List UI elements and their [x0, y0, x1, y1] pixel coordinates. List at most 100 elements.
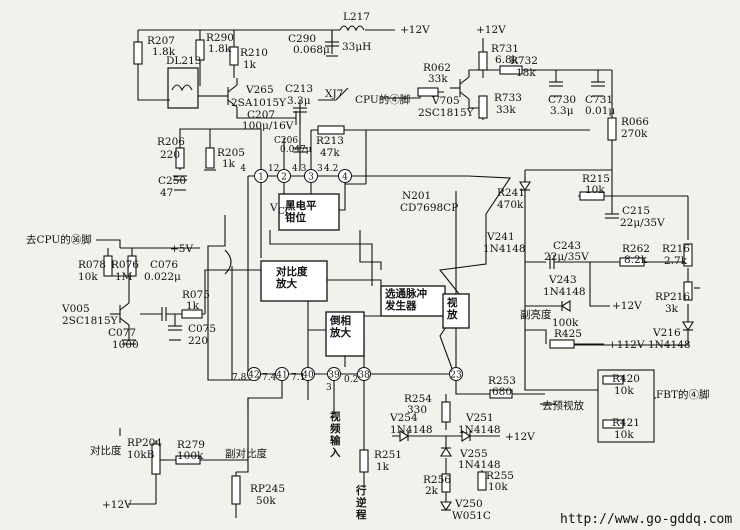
pin42-wire	[207, 215, 254, 381]
video-amp-label-line: 放	[446, 308, 458, 321]
pin-2-voltage: 12	[268, 164, 279, 174]
r216-value: 2.7k	[664, 255, 688, 267]
rp245-top	[236, 460, 249, 473]
components	[103, 25, 694, 512]
r262	[619, 257, 645, 267]
pin-40	[301, 367, 315, 381]
pin-38	[357, 367, 371, 381]
r290-label: R290	[206, 32, 234, 44]
r206-label: R206	[157, 136, 185, 148]
c250-value: 47	[160, 187, 173, 199]
pin-40-number: 40	[302, 371, 314, 381]
r255-label: R255	[486, 470, 514, 482]
r256	[441, 473, 451, 493]
r066	[607, 117, 617, 141]
r210-label: R210	[240, 47, 268, 59]
c215-label: C215	[622, 205, 650, 217]
r421	[602, 419, 624, 429]
clamp-label-line: 黑电平	[285, 199, 317, 212]
c075-label: C075	[188, 323, 216, 335]
c290-label: C290	[288, 33, 316, 45]
v255-diode	[440, 446, 452, 457]
cpu4-label: CPU的④脚	[355, 93, 410, 106]
r420	[602, 375, 624, 385]
v005-part: 2SC1815Y	[62, 315, 119, 327]
r251-value: 1k	[376, 461, 390, 473]
r732-value: 18k	[516, 67, 536, 79]
rp216-label: RP216	[655, 291, 690, 303]
c207-label: C207	[247, 109, 275, 121]
r062	[417, 87, 439, 97]
v705-transistor-e	[459, 91, 470, 100]
rail-12v-label: +12V	[400, 24, 430, 36]
l217-value: 33μH	[342, 41, 371, 53]
c075-value: 220	[188, 335, 208, 347]
pin-42	[247, 367, 261, 381]
c290-value: 0.068μ	[293, 44, 330, 56]
v265-transistor-c	[227, 84, 238, 93]
v216-part: 1N4148	[648, 339, 691, 351]
r066-label: R066	[621, 116, 649, 128]
rp204	[151, 443, 161, 475]
r251-label: R251	[374, 449, 402, 461]
rail-112v-label: +112V	[608, 339, 645, 351]
r205-value: 1k	[222, 158, 236, 170]
rp245	[231, 475, 241, 505]
v251-part: 1N4148	[458, 424, 501, 436]
v705-c	[468, 69, 483, 77]
pulse-generator-label-line: 发生器	[384, 299, 417, 312]
v005-transistor-c	[119, 302, 130, 311]
pin-3	[304, 169, 318, 183]
r215-value: 10k	[585, 184, 605, 196]
pin-2	[277, 169, 291, 183]
r731-label: R731	[491, 43, 519, 55]
video-input-label-line: 频	[330, 422, 341, 435]
r279-label: R279	[177, 439, 205, 451]
rp245-label: RP245	[250, 483, 285, 495]
v243-12v-label: +12V	[612, 300, 642, 312]
contrast-label: 对比度	[90, 444, 122, 457]
r733	[478, 95, 488, 119]
pin-38-voltage: 0.2	[344, 375, 358, 385]
dl213-coil	[171, 84, 193, 92]
flyback-label-line: 逆	[356, 496, 367, 509]
v250-label: V250	[454, 498, 483, 510]
r215-label: R215	[582, 173, 610, 185]
r241-label: R241	[497, 187, 525, 199]
rail-12v-top: +12V	[476, 24, 506, 36]
rp204-value: 10kB	[127, 449, 155, 461]
v250-part: W051C	[452, 510, 491, 522]
cpu36-wire	[96, 239, 121, 248]
video-amp-label-line: 视	[447, 296, 458, 309]
v241-part: 1N4148	[483, 243, 526, 255]
r262-label: R262	[622, 243, 650, 255]
r262-value: 8.2k	[624, 254, 648, 266]
pin-3-number: 3	[308, 173, 314, 183]
r251	[359, 449, 369, 473]
pin-3-voltage: 3	[317, 164, 323, 174]
r213-label: R213	[316, 135, 344, 147]
v254-label: V254	[389, 412, 418, 424]
rail-5v-label: +5V	[170, 243, 193, 255]
r255	[477, 471, 487, 491]
v005-transistor-e	[119, 317, 130, 326]
r425	[549, 339, 575, 349]
pin-1	[254, 169, 268, 183]
vcc-subscript: CC	[278, 207, 292, 217]
video-input-label: 视频输入	[330, 410, 341, 459]
sub-contrast-label: 副对比度	[225, 447, 267, 460]
r216-label: R216	[662, 243, 690, 255]
fbt-bus	[524, 340, 598, 391]
r256-value: 2k	[425, 485, 439, 497]
c206-value: 0.047μ	[280, 145, 312, 155]
v255-part: 1N4148	[458, 459, 501, 471]
r421-label: R421	[612, 417, 640, 429]
pin-2-number: 2	[281, 173, 287, 183]
pin-1-number: 1	[258, 173, 264, 183]
invert-amp-label-line: 倒相	[329, 314, 351, 327]
v265-e	[236, 107, 270, 119]
video-input-label-line: 视	[330, 410, 341, 423]
clamp-block	[278, 193, 340, 231]
